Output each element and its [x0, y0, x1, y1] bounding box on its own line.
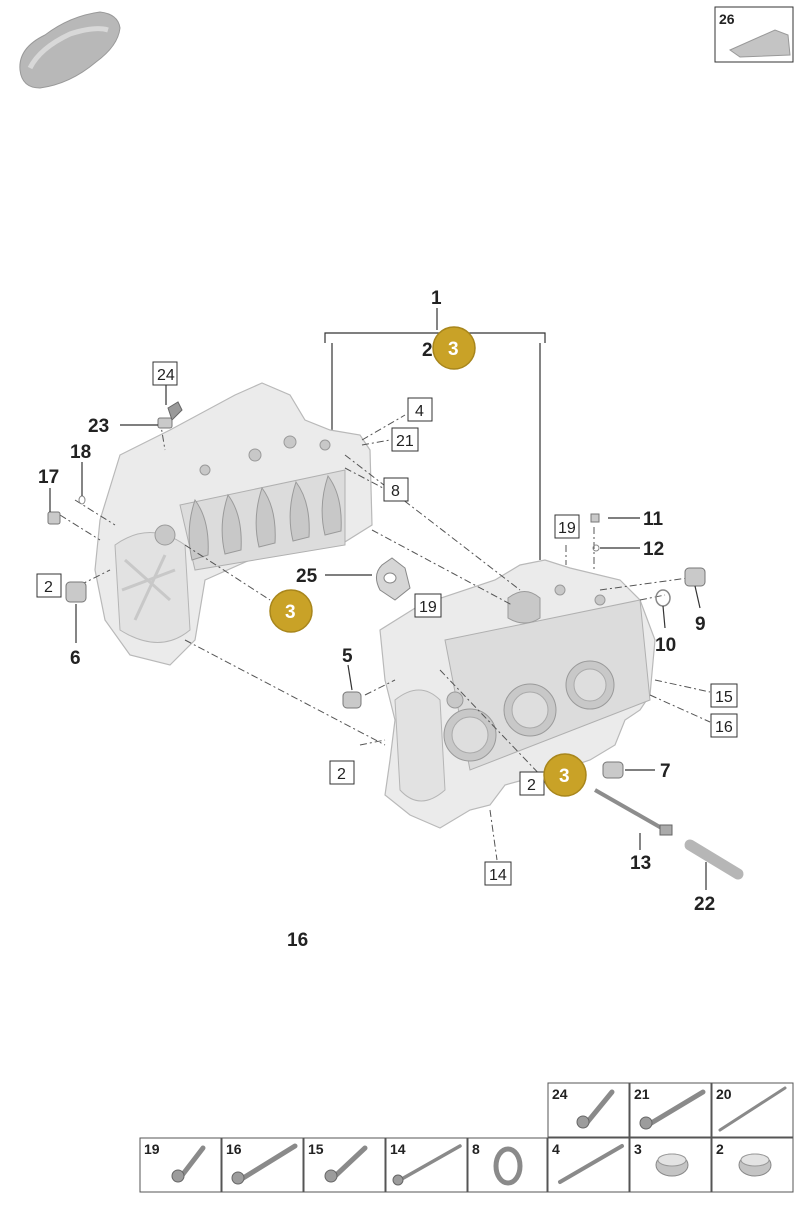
legend-cell-24[interactable]: 24 [547, 1082, 630, 1138]
svg-text:19: 19 [144, 1141, 160, 1157]
screw-part-11 [590, 513, 600, 523]
callout-17: 17 [38, 467, 59, 488]
legend-cell-14[interactable]: 14 [385, 1137, 468, 1193]
box-callouts: 24 4 21 8 2 19 19 15 16 2 2 14 [36, 361, 738, 886]
svg-text:24: 24 [552, 1086, 568, 1102]
stud-part-13 [594, 788, 666, 832]
seal-part-18 [78, 495, 86, 505]
legend-cell-16[interactable]: 16 [221, 1137, 304, 1193]
seal-part-12 [592, 544, 600, 552]
callout-2-top: 2 [422, 340, 433, 361]
callout-3-right: 3 [559, 766, 570, 787]
callout-21: 21 [396, 433, 414, 450]
part-26-box[interactable]: 26 [714, 6, 794, 63]
callout-3-top: 3 [448, 339, 459, 360]
callout-2-bottom: 2 [337, 766, 346, 783]
legend-cell-3[interactable]: 3 [629, 1137, 712, 1193]
callout-24: 24 [157, 367, 175, 384]
right-crankcase-half [379, 559, 656, 829]
sleeve-part-7 [602, 761, 624, 779]
legend-grid: 24 21 20 19 16 1 [139, 1082, 794, 1193]
oring-part-10 [655, 589, 671, 607]
legend-cell-2[interactable]: 2 [711, 1137, 794, 1193]
callout-2-left: 2 [44, 579, 53, 596]
gold-circles: 3 3 3 [269, 326, 587, 797]
leader-lines [49, 385, 707, 890]
svg-text:2: 2 [716, 1141, 724, 1157]
callout-13: 13 [630, 853, 651, 874]
legend-cell-20[interactable]: 20 [711, 1082, 794, 1138]
callout-4: 4 [415, 403, 424, 420]
callout-16-right: 16 [715, 719, 733, 736]
callout-11: 11 [643, 509, 664, 530]
callout-7: 7 [660, 761, 671, 782]
sealant-tube-icon [728, 29, 791, 58]
callout-22: 22 [694, 894, 715, 915]
callout-19-top: 19 [558, 520, 576, 537]
svg-text:15: 15 [308, 1141, 324, 1157]
callout-5: 5 [342, 646, 353, 667]
callout-8: 8 [391, 483, 400, 500]
callout-2-bottom-right: 2 [527, 777, 536, 794]
legend-cell-21[interactable]: 21 [629, 1082, 712, 1138]
plug-part-9 [684, 567, 706, 587]
svg-text:4: 4 [552, 1141, 560, 1157]
callout-10: 10 [655, 635, 676, 656]
bracket-1 [324, 308, 546, 560]
callout-19-mid: 19 [419, 599, 437, 616]
small-parts [47, 401, 744, 880]
callout-16-bottom: 16 [287, 930, 308, 951]
svg-text:8: 8 [472, 1141, 480, 1157]
sleeve-part-5 [342, 691, 362, 709]
sensor-part-23 [157, 417, 173, 429]
screw-part-17 [47, 511, 61, 525]
callout-25: 25 [296, 566, 318, 587]
callout-3-left: 3 [285, 602, 296, 623]
callout-15: 15 [715, 689, 733, 706]
callout-26: 26 [719, 11, 735, 27]
left-crankcase-half [94, 382, 373, 666]
svg-text:14: 14 [390, 1141, 406, 1157]
car-silhouette-icon [19, 11, 121, 89]
legend-cell-19[interactable]: 19 [139, 1137, 222, 1193]
svg-text:20: 20 [716, 1086, 732, 1102]
number-callouts: 1 2 23 18 17 6 25 5 11 12 9 10 7 13 22 1… [38, 288, 715, 951]
callout-23: 23 [88, 416, 109, 437]
alignment-lines [59, 414, 711, 861]
callout-14: 14 [489, 867, 507, 884]
svg-text:16: 16 [226, 1141, 242, 1157]
pin-part-22 [684, 839, 744, 880]
legend-cell-15[interactable]: 15 [303, 1137, 386, 1193]
callout-6: 6 [70, 648, 81, 669]
legend-cell-4[interactable]: 4 [547, 1137, 630, 1193]
callout-9: 9 [695, 614, 706, 635]
svg-text:3: 3 [634, 1141, 642, 1157]
svg-text:21: 21 [634, 1086, 650, 1102]
callout-12: 12 [643, 539, 664, 560]
callout-1: 1 [431, 288, 442, 309]
sleeve-part-6 [65, 581, 87, 603]
legend-cell-8[interactable]: 8 [467, 1137, 548, 1193]
callout-18: 18 [70, 442, 91, 463]
